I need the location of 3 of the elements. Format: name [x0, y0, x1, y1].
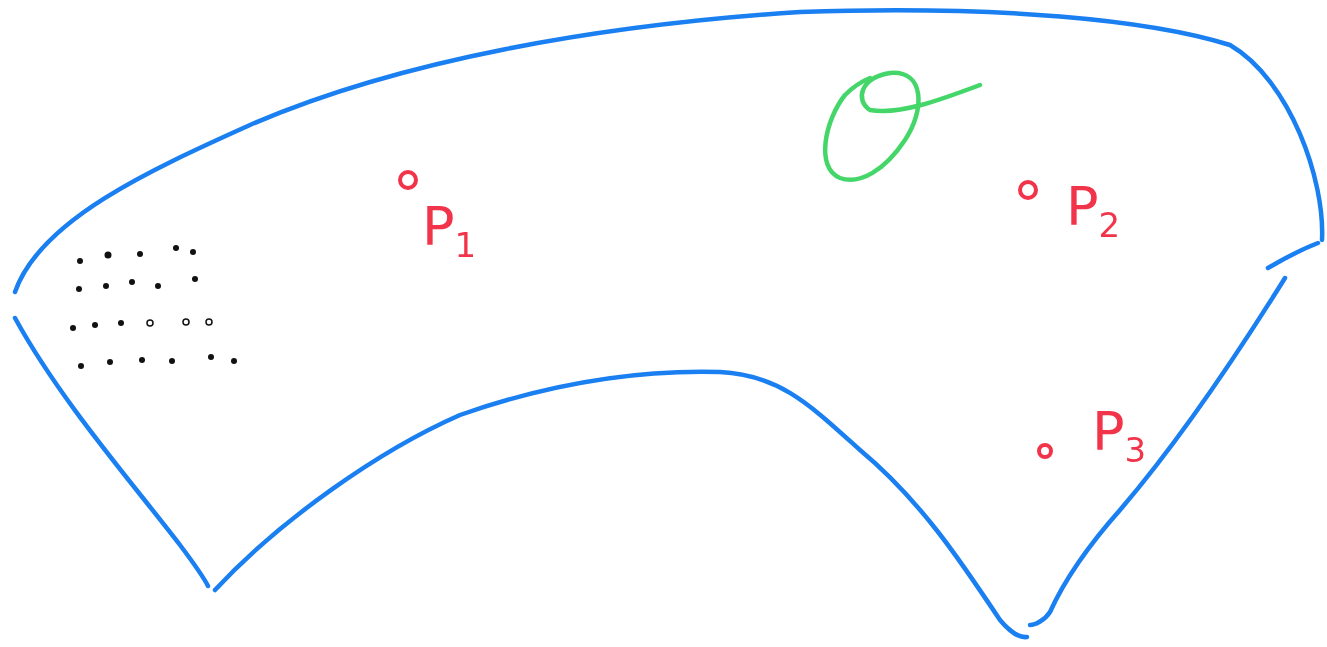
point-label: P$_{1}$ — [422, 200, 477, 262]
point-label: P$_{2}$ — [1066, 180, 1121, 242]
point-label: P$_{3}$ — [1092, 405, 1147, 467]
